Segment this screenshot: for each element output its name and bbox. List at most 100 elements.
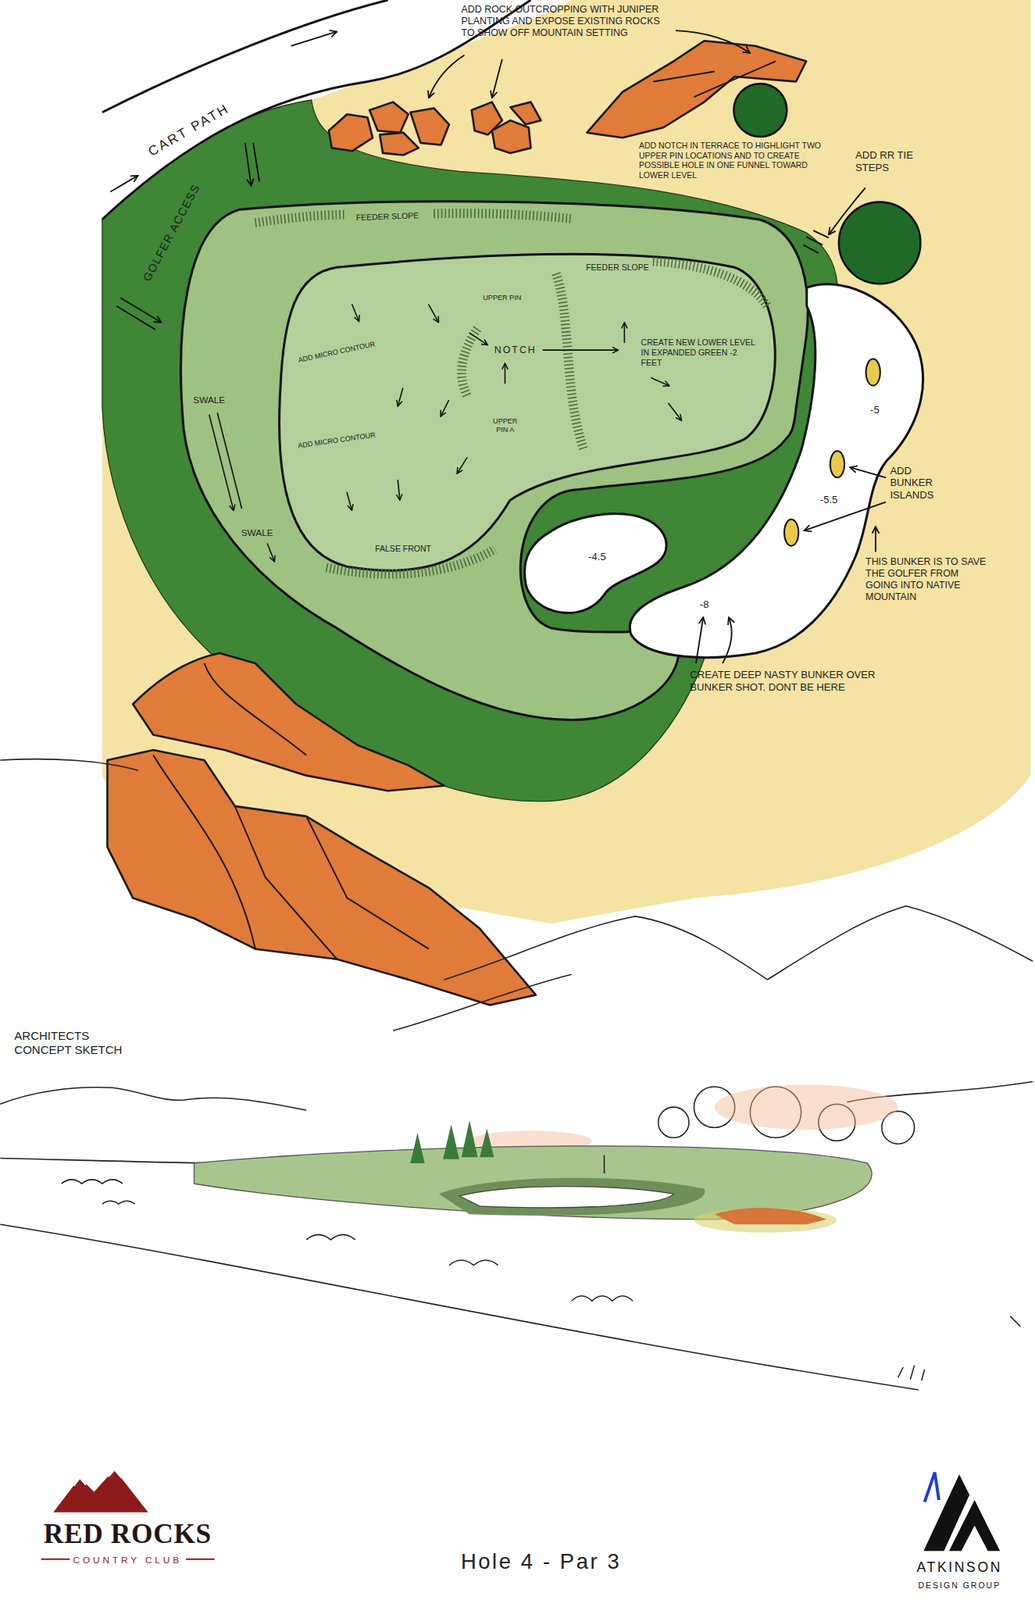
leader-line <box>849 467 886 478</box>
rock-outcrop <box>586 40 807 138</box>
leader-line <box>492 59 503 99</box>
leader-line <box>428 55 465 99</box>
native-ground <box>102 0 1032 924</box>
color-wash <box>714 1084 899 1129</box>
drainage-arrow <box>624 322 626 343</box>
drainage-arrow <box>469 332 489 346</box>
concept-sketch <box>61 1179 1021 1327</box>
depth-number: -4.5 <box>588 551 607 564</box>
drainage-arrow <box>217 412 242 509</box>
concept-sketch <box>658 1106 689 1138</box>
sketch-tree <box>461 1120 479 1157</box>
slope-hatch <box>653 260 768 306</box>
drainage-arrow <box>542 349 619 351</box>
logo-text: ATKINSON <box>917 1559 1003 1577</box>
club-logo <box>53 1469 148 1513</box>
access-label: GOLFER ACCESS <box>139 182 203 284</box>
sketch-tree <box>479 1128 494 1158</box>
slope-hatch <box>255 214 346 222</box>
direction-arrow <box>291 31 338 46</box>
sketch-rocks <box>714 1207 828 1225</box>
firm-logo <box>924 1472 939 1503</box>
annotation-note: THIS BUNKER IS TO SAVE THE GOLFER FROM G… <box>865 556 990 604</box>
sketch-caption: ARCHITECTS CONCEPT SKETCH <box>14 1028 137 1057</box>
drainage-arrow <box>346 492 353 511</box>
drainage-arrow <box>352 303 360 322</box>
slope-hatch <box>326 549 496 575</box>
design-note: FEEDER SLOPE <box>585 262 650 273</box>
annotation-note: ADD BUNKER ISLANDS <box>889 464 950 502</box>
leader-line <box>874 526 877 553</box>
design-note: NOTCH <box>494 344 537 357</box>
drainage-arrow <box>504 363 507 384</box>
design-note: SWALE <box>241 527 274 539</box>
design-note: FALSE FRONT <box>374 542 432 554</box>
design-note: SWALE <box>192 394 225 406</box>
direction-arrow <box>110 31 337 192</box>
putting-green: FEEDER SLOPE UPPER PIN NOTCH CREATE NEW LOW… <box>267 239 793 587</box>
bunker-island <box>784 519 799 547</box>
concept-sketch <box>0 759 1033 1390</box>
design-note: CREATE NEW LOWER LEVEL IN EXPANDED GREEN… <box>641 337 756 368</box>
area-outline <box>267 239 793 587</box>
rock-outcrop <box>410 107 450 145</box>
drainage-arrow <box>440 399 449 417</box>
rock-crack <box>153 755 429 960</box>
slope-hatch <box>433 213 572 219</box>
path-label: CART PATH <box>145 100 232 161</box>
leader-line <box>695 617 704 664</box>
sketch-tree <box>410 1120 494 1164</box>
rock-outcrop <box>492 120 532 154</box>
rock-outcrop <box>369 102 409 133</box>
design-note: UPPER PIN <box>482 293 522 303</box>
tree <box>733 83 787 137</box>
color-wash <box>693 1207 837 1232</box>
putting-green-shape <box>279 253 776 571</box>
rock-outcrop <box>510 102 541 125</box>
concept-sketch <box>306 1234 499 1265</box>
leader-line <box>116 30 886 664</box>
bunker-island <box>829 451 844 479</box>
annotation-note: CREATE DEEP NASTY BUNKER OVER BUNKER SHO… <box>689 668 900 693</box>
drainage-arrow <box>428 303 439 323</box>
concept-sketch <box>443 906 1033 980</box>
direction-arrow <box>110 175 138 193</box>
sketch-bunker <box>459 1186 674 1208</box>
drainage-arrow <box>651 377 671 386</box>
leader-line <box>675 30 750 54</box>
drainage-arrow <box>398 479 401 500</box>
slope-hatch <box>556 273 584 450</box>
leader-line <box>253 142 260 183</box>
drainage-arrow <box>668 403 682 421</box>
drainage-arrow <box>267 542 275 562</box>
depth-number: -8 <box>699 598 710 611</box>
bunker-island <box>865 359 880 386</box>
annotation-note: ADD RR TIE STEPS <box>855 149 938 174</box>
drainage-arrow <box>456 456 468 474</box>
collar <box>102 99 838 802</box>
rock-outcrop <box>107 40 807 1005</box>
leader-line <box>828 187 866 235</box>
concept-sketch <box>898 1365 925 1382</box>
rock-outcrop <box>107 749 536 1006</box>
rock-outcrop <box>328 114 373 151</box>
tie-steps <box>803 230 829 254</box>
bunker-shape <box>524 513 667 613</box>
tie-steps <box>803 230 829 254</box>
depth-number: -5 <box>870 403 880 417</box>
depth-number: -5.5 <box>820 493 839 507</box>
leader-line <box>120 297 161 322</box>
flag-stick <box>603 1155 606 1175</box>
leader-line <box>116 306 156 330</box>
leader-line <box>722 617 732 664</box>
drainage-arrow <box>398 387 404 407</box>
slope-hatch <box>461 328 478 397</box>
logo-text: RED ROCKS <box>43 1517 212 1551</box>
concept-sketch <box>392 974 572 1031</box>
concept-sketch <box>0 1224 919 1390</box>
sheet-title: Hole 4 - Par 3 <box>460 1548 621 1575</box>
annotation-note: ADD NOTCH IN TERRACE TO HIGHLIGHT TWO UP… <box>638 140 823 180</box>
